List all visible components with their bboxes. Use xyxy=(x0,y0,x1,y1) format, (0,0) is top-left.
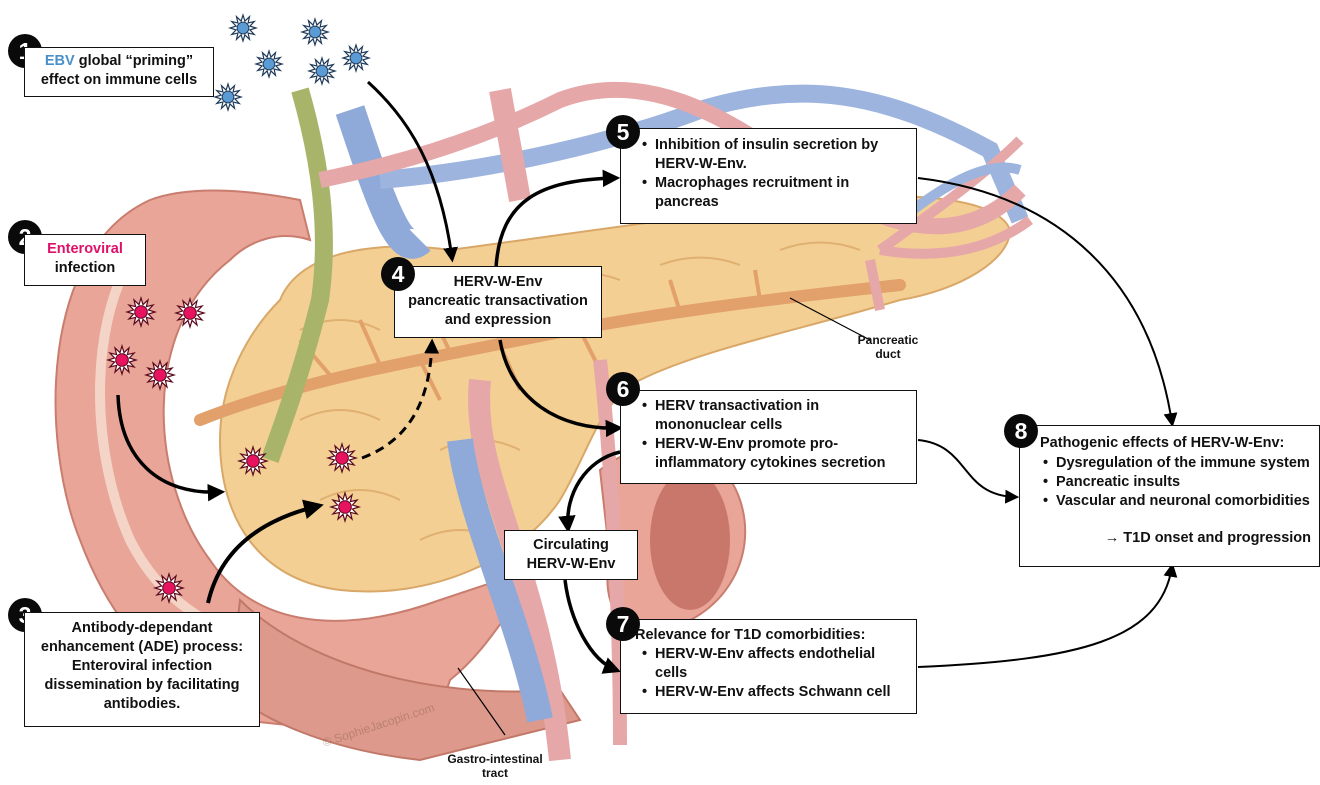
immune-bullet: Dysregulation of the immune system xyxy=(1056,454,1311,473)
arrow-7-to-8 xyxy=(918,567,1172,667)
transactivation-bullet: HERV transactivation in mononuclear cell… xyxy=(655,397,908,435)
arrow-6-to-8 xyxy=(918,440,1015,497)
herv-expression-line: HERV-W-Env xyxy=(399,273,597,292)
ade-line: dissemination by facilitating xyxy=(29,676,255,695)
pancreatic-bullet: Pancreatic insults xyxy=(1056,473,1311,492)
ebv-line1: global “priming” xyxy=(75,53,193,69)
macrophage-bullet: Macrophages recruitment in pancreas xyxy=(655,174,908,212)
herv-expression-line: and expression xyxy=(399,311,597,330)
ebv-particles xyxy=(215,15,369,110)
box-enteroviral: Enteroviral infection xyxy=(24,234,146,286)
ebv-particle xyxy=(230,15,256,41)
ade-line: enhancement (ADE) process: xyxy=(29,638,255,657)
circulating-line: Circulating xyxy=(509,536,633,555)
step-6-badge: 6 xyxy=(606,372,640,406)
ade-line: Antibody-dependant xyxy=(29,619,255,638)
circulating-line: HERV-W-Env xyxy=(509,555,633,574)
t1d-conclusion: → T1D onset and progression xyxy=(1042,529,1311,548)
ebv-line2: effect on immune cells xyxy=(29,71,209,90)
ade-line: antibodies. xyxy=(29,695,255,714)
ebv-particle xyxy=(256,51,282,77)
intestine-lumen xyxy=(650,470,730,610)
box-ebv: EBV global “priming” effect on immune ce… xyxy=(24,47,214,97)
ebv-particle xyxy=(302,19,328,45)
cytokine-bullet: HERV-W-Env promote pro-inflammatory cyto… xyxy=(655,435,908,473)
box-ade: Antibody-dependant enhancement (ADE) pro… xyxy=(24,612,260,727)
ebv-particle xyxy=(215,84,241,110)
box-circulating-herv: Circulating HERV-W-Env xyxy=(504,530,638,580)
schwann-bullet: HERV-W-Env affects Schwann cell xyxy=(655,683,908,702)
box-insulin-inhibition: Inhibition of insulin secretion by HERV-… xyxy=(620,128,917,224)
ebv-particle xyxy=(309,58,335,84)
vascular-bullet: Vascular and neuronal comorbidities xyxy=(1056,492,1311,511)
box-herv-expression: HERV-W-Env pancreatic transactivation an… xyxy=(394,266,602,338)
enteroviral-label: Enteroviral xyxy=(29,240,141,259)
step-8-badge: 8 xyxy=(1004,414,1038,448)
enteroviral-line2: infection xyxy=(29,259,141,278)
box-comorbidities: Relevance for T1D comorbidities: HERV-W-… xyxy=(620,619,917,714)
step-7-badge: 7 xyxy=(606,607,640,641)
ade-line: Enteroviral infection xyxy=(29,657,255,676)
step-5-badge: 5 xyxy=(606,115,640,149)
endothelial-bullet: HERV-W-Env affects endothelial cells xyxy=(655,645,908,683)
box-herv-transactivation: HERV transactivation in mononuclear cell… xyxy=(620,390,917,484)
pathogenic-title: Pathogenic effects of HERV-W-Env: xyxy=(1040,434,1311,453)
ebv-label: EBV xyxy=(45,53,75,69)
step-4-badge: 4 xyxy=(381,257,415,291)
insulin-bullet: Inhibition of insulin secretion by HERV-… xyxy=(655,136,908,174)
comorbidities-title: Relevance for T1D comorbidities: xyxy=(635,626,908,645)
box-pathogenic-effects: Pathogenic effects of HERV-W-Env: Dysreg… xyxy=(1019,425,1320,567)
ebv-particle xyxy=(343,45,369,71)
herv-expression-line: pancreatic transactivation xyxy=(399,292,597,311)
